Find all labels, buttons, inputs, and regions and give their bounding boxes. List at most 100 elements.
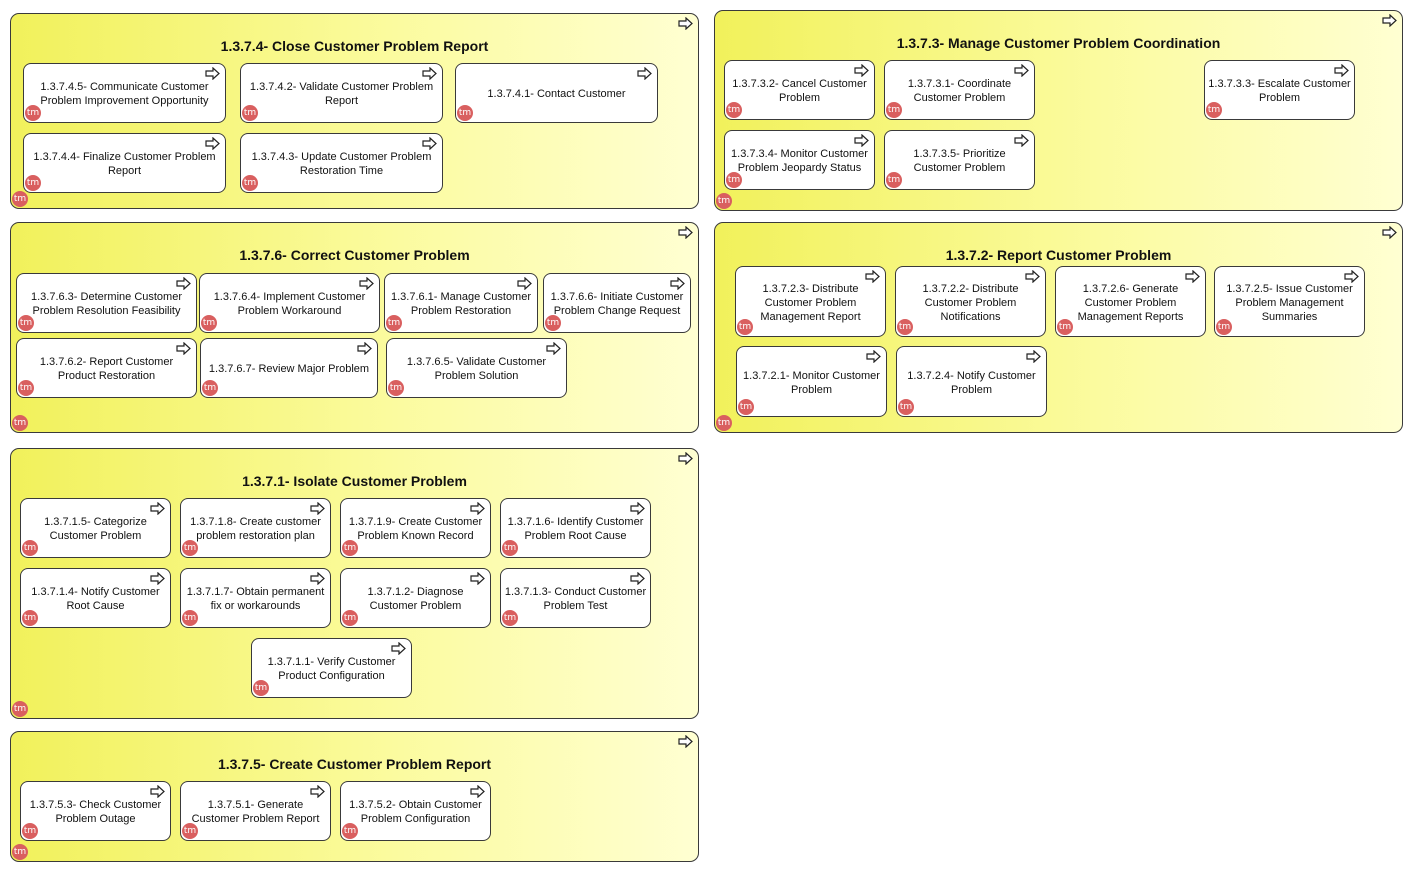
process-arrow-icon	[391, 641, 406, 656]
tm-badge-icon: tm	[342, 540, 358, 556]
tm-badge-icon: tm	[388, 380, 404, 396]
process-arrow-icon	[1014, 63, 1029, 78]
tm-badge-icon: tm	[716, 415, 732, 431]
tm-badge-icon: tm	[242, 105, 258, 121]
tm-badge-icon: tm	[726, 172, 742, 188]
process-label: 1.3.7.1.2- Diagnose Customer Problem	[367, 586, 464, 612]
process-create-customer-problem-known-record[interactable]: 1.3.7.1.9- Create Customer Problem Known…	[340, 498, 491, 558]
process-label: 1.3.7.6.2- Report Customer Product Resto…	[39, 356, 174, 382]
process-report-customer-product-restoration[interactable]: 1.3.7.6.2- Report Customer Product Resto…	[16, 338, 197, 398]
process-label: 1.3.7.1.3- Conduct Customer Problem Test	[504, 586, 647, 612]
tm-badge-icon: tm	[182, 610, 198, 626]
process-arrow-icon	[150, 501, 165, 516]
process-validate-customer-problem-report[interactable]: 1.3.7.4.2- Validate Customer Problem Rep…	[240, 63, 443, 123]
process-update-customer-problem-restoration-time[interactable]: 1.3.7.4.3- Update Customer Problem Resto…	[240, 133, 443, 193]
process-arrow-icon	[866, 349, 881, 364]
process-label: 1.3.7.3.3- Escalate Customer Problem	[1208, 78, 1351, 104]
process-arrow-icon	[630, 501, 645, 516]
process-monitor-customer-problem-jeopardy-status[interactable]: 1.3.7.3.4- Monitor Customer Problem Jeop…	[724, 130, 875, 190]
process-arrow-icon	[205, 66, 220, 81]
group-title: 1.3.7.5- Create Customer Problem Report	[217, 756, 492, 772]
process-manage-customer-problem-restoration[interactable]: 1.3.7.6.1- Manage Customer Problem Resto…	[384, 273, 538, 333]
process-conduct-customer-problem-test[interactable]: 1.3.7.1.3- Conduct Customer Problem Test…	[500, 568, 651, 628]
process-arrow-icon	[422, 136, 437, 151]
process-arrow-icon	[630, 571, 645, 586]
process-arrow-icon	[357, 341, 372, 356]
process-arrow-icon	[678, 734, 693, 749]
process-create-customer-problem-restoration-plan[interactable]: 1.3.7.1.8- Create customer problem resto…	[180, 498, 331, 558]
process-verify-customer-product-configuration[interactable]: 1.3.7.1.1- Verify Customer Product Confi…	[251, 638, 412, 698]
process-label: 1.3.7.1.8- Create customer problem resto…	[190, 516, 321, 542]
process-arrow-icon	[176, 276, 191, 291]
process-label: 1.3.7.4.1- Contact Customer	[487, 88, 626, 100]
process-validate-customer-problem-solution[interactable]: 1.3.7.6.5- Validate Customer Problem Sol…	[386, 338, 567, 398]
process-generate-customer-problem-management-reports[interactable]: 1.3.7.2.6- Generate Customer Problem Man…	[1055, 266, 1206, 337]
process-initiate-customer-problem-change-request[interactable]: 1.3.7.6.6- Initiate Customer Problem Cha…	[543, 273, 691, 333]
process-label: 1.3.7.3.4- Monitor Customer Problem Jeop…	[731, 148, 868, 174]
process-label: 1.3.7.6.5- Validate Customer Problem Sol…	[406, 356, 547, 382]
process-label: 1.3.7.4.3- Update Customer Problem Resto…	[251, 151, 432, 177]
group-title: 1.3.7.3- Manage Customer Problem Coordin…	[896, 35, 1221, 51]
tm-badge-icon: tm	[726, 102, 742, 118]
process-label: 1.3.7.1.1- Verify Customer Product Confi…	[267, 656, 396, 682]
process-label: 1.3.7.1.5- Categorize Customer Problem	[44, 516, 147, 542]
process-arrow-icon	[1344, 269, 1359, 284]
process-arrow-icon	[359, 276, 374, 291]
process-arrow-icon	[176, 341, 191, 356]
process-distribute-customer-problem-notifications[interactable]: 1.3.7.2.2- Distribute Customer Problem N…	[895, 266, 1046, 337]
process-arrow-icon	[310, 571, 325, 586]
process-finalize-customer-problem-report[interactable]: 1.3.7.4.4- Finalize Customer Problem Rep…	[23, 133, 226, 193]
process-check-customer-problem-outage[interactable]: 1.3.7.5.3- Check Customer Problem Outage…	[20, 781, 171, 841]
process-obtain-customer-problem-configuration[interactable]: 1.3.7.5.2- Obtain Customer Problem Confi…	[340, 781, 491, 841]
tm-badge-icon: tm	[457, 105, 473, 121]
tm-badge-icon: tm	[253, 680, 269, 696]
process-contact-customer[interactable]: 1.3.7.4.1- Contact Customer tm	[455, 63, 658, 123]
process-arrow-icon	[1382, 13, 1397, 28]
process-label: 1.3.7.6.6- Initiate Customer Problem Cha…	[550, 291, 684, 317]
process-label: 1.3.7.2.1- Monitor Customer Problem	[743, 369, 880, 396]
tm-badge-icon: tm	[1057, 319, 1073, 335]
process-label: 1.3.7.1.9- Create Customer Problem Known…	[348, 516, 483, 542]
tm-badge-icon: tm	[22, 823, 38, 839]
process-arrow-icon	[678, 451, 693, 466]
process-label: 1.3.7.2.5- Issue Customer Problem Manage…	[1226, 282, 1353, 323]
process-label: 1.3.7.1.7- Obtain permanent fix or worka…	[186, 586, 325, 612]
tm-badge-icon: tm	[342, 823, 358, 839]
process-arrow-icon	[1382, 225, 1397, 240]
process-issue-customer-problem-management-summaries[interactable]: 1.3.7.2.5- Issue Customer Problem Manage…	[1214, 266, 1365, 337]
process-obtain-permanent-fix-or-workarounds[interactable]: 1.3.7.1.7- Obtain permanent fix or worka…	[180, 568, 331, 628]
tm-badge-icon: tm	[386, 315, 402, 331]
tm-badge-icon: tm	[12, 415, 28, 431]
process-label: 1.3.7.2.6- Generate Customer Problem Man…	[1077, 282, 1184, 323]
process-implement-customer-problem-workaround[interactable]: 1.3.7.6.4- Implement Customer Problem Wo…	[199, 273, 380, 333]
process-arrow-icon	[150, 784, 165, 799]
tm-badge-icon: tm	[1216, 319, 1232, 335]
process-arrow-icon	[865, 269, 880, 284]
process-communicate-customer-problem-improvement-opportunity[interactable]: 1.3.7.4.5- Communicate Customer Problem …	[23, 63, 226, 123]
process-arrow-icon	[678, 16, 693, 31]
process-determine-customer-problem-resolution-feasibility[interactable]: 1.3.7.6.3- Determine Customer Problem Re…	[16, 273, 197, 333]
process-arrow-icon	[517, 276, 532, 291]
process-label: 1.3.7.6.4- Implement Customer Problem Wo…	[213, 291, 366, 317]
process-label: 1.3.7.4.5- Communicate Customer Problem …	[40, 81, 209, 107]
process-label: 1.3.7.6.3- Determine Customer Problem Re…	[30, 291, 182, 317]
process-identify-customer-problem-root-cause[interactable]: 1.3.7.1.6- Identify Customer Problem Roo…	[500, 498, 651, 558]
process-distribute-customer-problem-management-report[interactable]: 1.3.7.2.3- Distribute Customer Problem M…	[735, 266, 886, 337]
tm-badge-icon: tm	[25, 175, 41, 191]
group-title: 1.3.7.4- Close Customer Problem Report	[220, 38, 489, 54]
tm-badge-icon: tm	[12, 701, 28, 717]
tm-badge-icon: tm	[897, 319, 913, 335]
process-label: 1.3.7.1.6- Identify Customer Problem Roo…	[507, 516, 644, 542]
process-label: 1.3.7.6.1- Manage Customer Problem Resto…	[390, 291, 532, 317]
process-generate-customer-problem-report[interactable]: 1.3.7.5.1- Generate Customer Problem Rep…	[180, 781, 331, 841]
